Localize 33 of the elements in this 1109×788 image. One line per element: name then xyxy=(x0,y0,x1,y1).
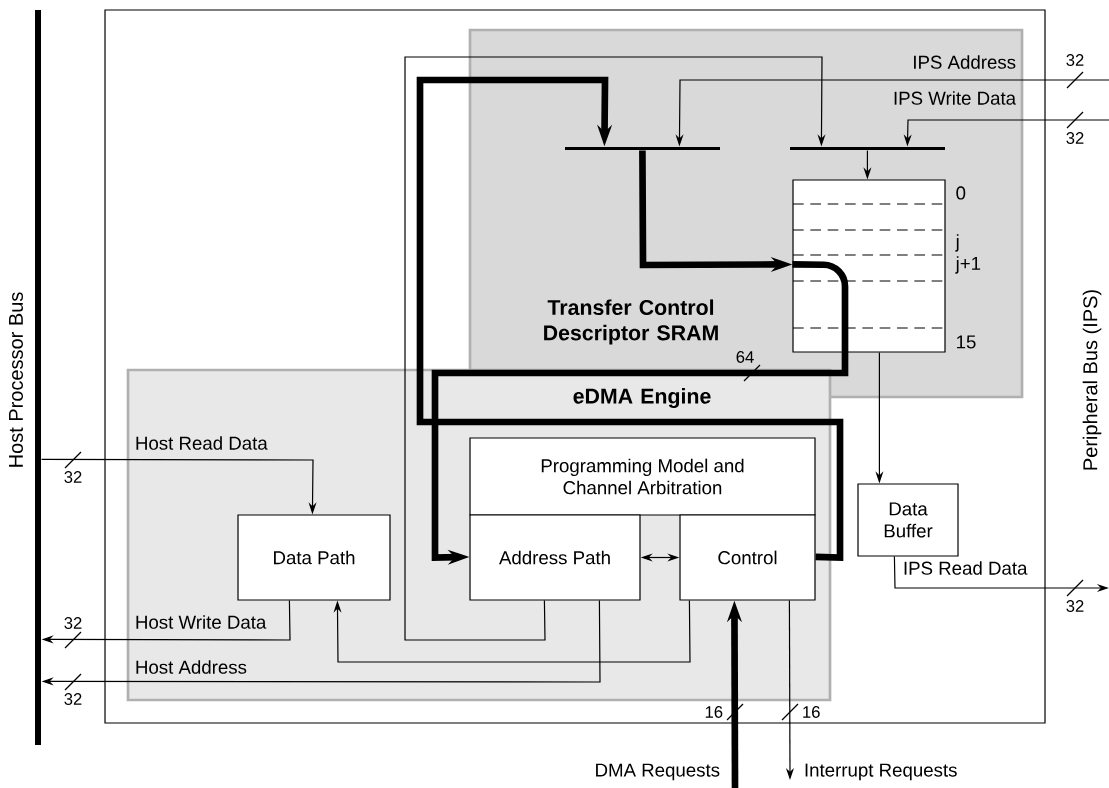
row-label: j+1 xyxy=(955,256,981,274)
bus-width-label: 32 xyxy=(64,471,82,483)
edge-label: DMA Requests xyxy=(596,763,720,781)
row-label: j xyxy=(955,234,959,252)
bus-width-label: 32 xyxy=(1066,600,1084,612)
edge-label: Host Address xyxy=(136,660,247,674)
row-label: 0 xyxy=(956,186,966,200)
process-box: Data Buffer xyxy=(857,483,959,557)
thick-arrow xyxy=(416,76,844,561)
edge-label: Interrupt Requests xyxy=(805,763,957,781)
edge-label: IPS Write Data xyxy=(894,91,1017,105)
row-label: 15 xyxy=(957,335,976,349)
edge-label: Host Write Data xyxy=(136,615,267,629)
chip-outline xyxy=(104,9,1046,724)
bus-label: Peripheral Bus (IPS) xyxy=(1082,290,1102,470)
bus-width-label: 64 xyxy=(736,351,754,363)
process-box: Data Path xyxy=(237,514,391,601)
bus-width-label: 16 xyxy=(705,706,723,718)
bus-width-label: 32 xyxy=(1066,54,1084,66)
arrow xyxy=(333,600,691,663)
arrow xyxy=(404,56,826,641)
process-box: Control xyxy=(679,514,816,601)
bus-width-label: 16 xyxy=(803,706,820,718)
bus-width-label: 32 xyxy=(64,617,82,629)
bus-width-label: 32 xyxy=(64,693,82,705)
edge-label: IPS Read Data xyxy=(904,561,1028,575)
process-box: Address Path xyxy=(469,514,641,601)
region-title: eDMA Engine xyxy=(573,388,711,408)
bus-label: Host Processor Bus xyxy=(9,292,23,467)
edge-label: Host Read Data xyxy=(136,436,268,450)
bus-width-label: 32 xyxy=(1066,132,1084,144)
region-title: Transfer Control Descriptor SRAM xyxy=(544,299,718,345)
edge-label: IPS Address xyxy=(914,55,1016,69)
